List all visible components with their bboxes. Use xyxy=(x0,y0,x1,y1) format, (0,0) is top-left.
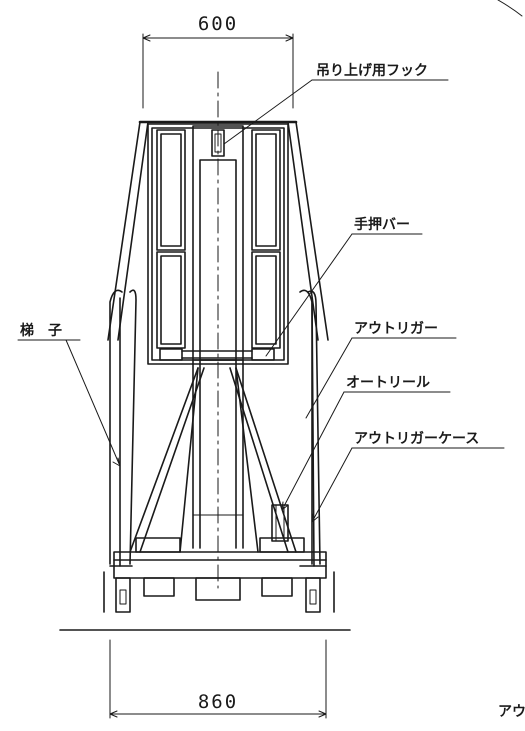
mast-frame xyxy=(107,120,329,341)
ladder-label: 梯 子 xyxy=(20,322,62,339)
outrigger-label: アウトリガー xyxy=(354,321,438,337)
top-dimension-value: 600 xyxy=(198,13,238,35)
push-bar xyxy=(159,348,275,361)
left-ladder xyxy=(109,289,137,567)
hook-callout: 吊り上げ用フック xyxy=(223,63,449,145)
corner-arc xyxy=(497,0,523,17)
bottom-dimension: 860 xyxy=(109,639,327,719)
top-dimension: 600 xyxy=(142,13,294,109)
outrigger-case-callout: アウトリガーケース xyxy=(311,431,505,523)
ladder-callout: 梯 子 xyxy=(17,322,121,467)
lifting-hook xyxy=(211,129,225,157)
auto-reel xyxy=(271,504,289,542)
hook-label: 吊り上げ用フック xyxy=(316,63,428,79)
diagonal-braces xyxy=(129,367,297,553)
platform-box xyxy=(147,123,289,365)
auto-reel-callout: オートリール xyxy=(281,375,451,511)
bottom-dimension-value: 860 xyxy=(198,691,238,713)
outrigger-callout: アウトリガー xyxy=(305,321,457,419)
outrigger-case-label: アウトリガーケース xyxy=(354,431,479,447)
push-bar-callout: 手押バー xyxy=(265,216,423,357)
auto-reel-label: オートリール xyxy=(346,375,430,391)
cut-off-label: アウ xyxy=(498,704,525,720)
base-frame xyxy=(103,537,335,613)
push-bar-label: 手押バー xyxy=(354,216,410,233)
right-ladder xyxy=(299,289,327,567)
